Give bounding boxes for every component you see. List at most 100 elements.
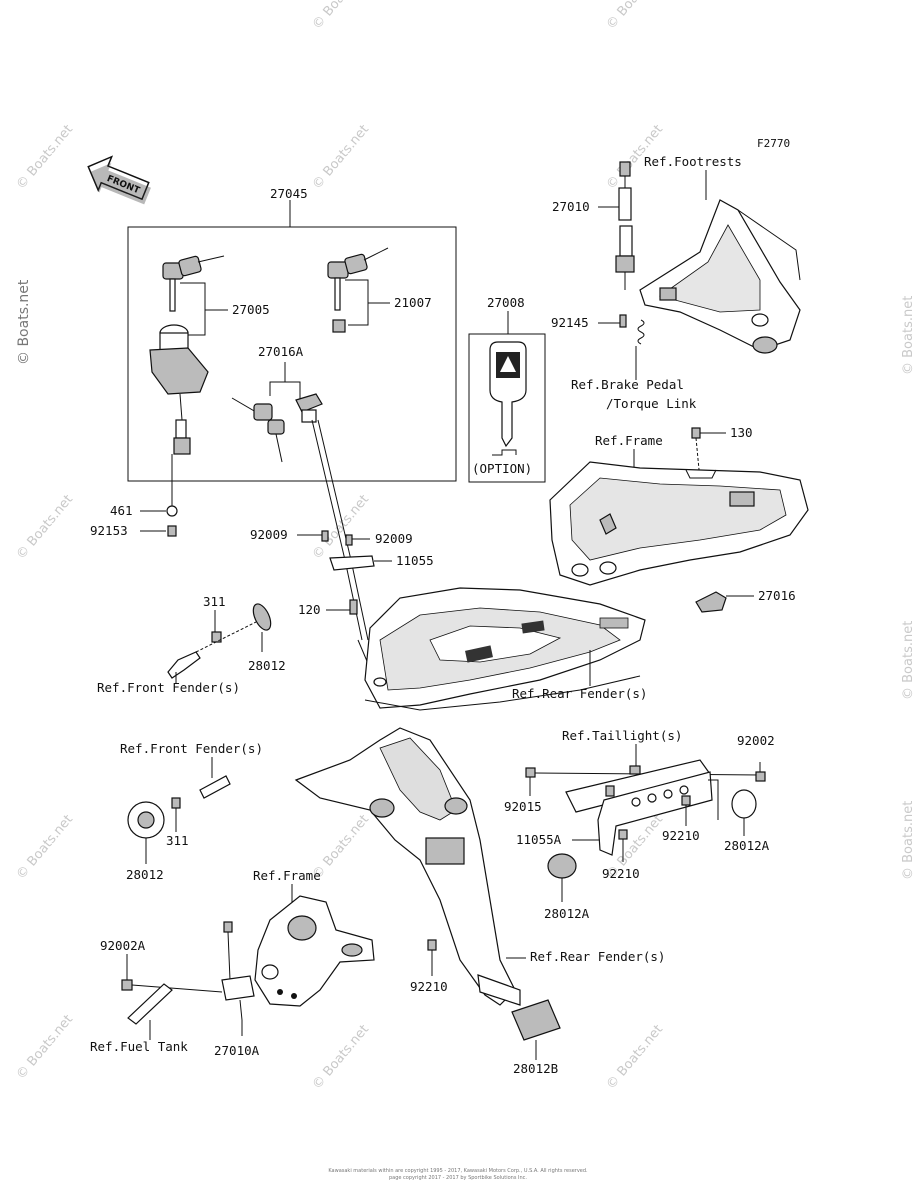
rear-fender-tray-icon: [364, 587, 646, 711]
watermark: © Boats.net: [14, 122, 76, 192]
part-92210-label: 92210: [602, 866, 640, 881]
rear-subframe-icon: [549, 461, 809, 586]
fender-bolt-icon: [167, 651, 201, 679]
copyright-footer: page copyright 2017 - 2017 by Sportbike …: [389, 1175, 527, 1181]
part-92009-label: 92009: [375, 531, 413, 546]
blank-key-icon: [489, 341, 527, 456]
part-21007-label: 21007: [394, 295, 432, 310]
taillight-bracket-icon: [565, 759, 713, 856]
part-11055A-label: 11055A: [516, 832, 562, 847]
watermark: © Boats.net: [901, 296, 916, 375]
part-311-label: 311: [166, 833, 189, 848]
watermark: © Boats.net: [604, 1022, 666, 1092]
fender-bolt-icon: [199, 775, 231, 799]
nut-icon: [171, 797, 181, 809]
part-120-label: 120: [298, 602, 321, 617]
ignition-switch-icon: [149, 324, 209, 455]
watermark: © Boats.net: [901, 801, 916, 880]
watermark: © Boats.net: [604, 0, 666, 33]
license-bracket-icon: [294, 727, 521, 1006]
part-27045-label: 27045: [270, 186, 308, 201]
bolt-icon: [691, 427, 701, 439]
ref-rear-fender-label: Ref.Rear Fender(s): [512, 686, 647, 701]
brake-light-switch-icon: [615, 161, 635, 290]
grommet-icon: [252, 603, 272, 631]
grommet-icon: [547, 853, 577, 879]
part-130-label: 130: [730, 425, 753, 440]
part-28012A-label: 28012A: [724, 838, 770, 853]
part-461-label: 461: [110, 503, 133, 518]
grommet-icon: [731, 789, 757, 819]
figure-code: F2770: [757, 137, 790, 150]
nut-icon: [525, 767, 536, 778]
ref-front-fender-label: Ref.Front Fender(s): [120, 741, 263, 756]
ignition-kit-box: [127, 226, 457, 482]
watermark: © Boats.net: [310, 0, 372, 33]
watermark: © Boats.net: [901, 621, 916, 700]
bolt-icon: [167, 525, 177, 537]
part-27016-label: 27016: [758, 588, 796, 603]
watermark: © Boats.net: [14, 812, 76, 882]
reflector-icon: [511, 999, 561, 1041]
option-key-box: [468, 333, 546, 483]
seat-lock-key-icon: [231, 393, 323, 463]
fuel-switch-icon: [221, 921, 255, 1021]
watermark: © Boats.net: [14, 1012, 76, 1082]
part-92009-label: 92009: [250, 527, 288, 542]
nut-icon: [755, 771, 766, 782]
ref-front-fender-label: Ref.Front Fender(s): [97, 680, 240, 695]
watermark: © Boats.net: [14, 492, 76, 562]
footrest-bracket-icon: [639, 199, 801, 354]
part-28012-label: 28012: [126, 867, 164, 882]
ref-taillight-label: Ref.Taillight(s): [562, 728, 682, 743]
part-11055-label: 11055: [396, 553, 434, 568]
front-arrow-icon: FRONT: [87, 155, 151, 205]
watermark: © Boats.net: [310, 492, 372, 562]
pivot-plate-icon: [254, 895, 375, 1007]
ref-frame-label: Ref.Frame: [595, 433, 663, 448]
part-27016A-label: 27016A: [258, 344, 304, 359]
part-92145-label: 92145: [551, 315, 589, 330]
screw-icon: [345, 534, 353, 546]
part-28012-label: 28012: [248, 658, 286, 673]
clamp-icon: [349, 599, 358, 615]
key-icon: [162, 255, 225, 312]
part-92002A-label: 92002A: [100, 938, 146, 953]
washer-icon: [166, 505, 178, 517]
part-92153-label: 92153: [90, 523, 128, 538]
ref-footrests-label: Ref.Footrests: [644, 154, 742, 169]
watermark: © Boats.net: [16, 279, 32, 365]
part-28012A-label: 28012A: [544, 906, 590, 921]
part-28012B-label: 28012B: [513, 1061, 558, 1076]
nut-icon: [618, 829, 628, 840]
watermark: © Boats.net: [310, 122, 372, 192]
watermark: © Boats.net: [310, 1022, 372, 1092]
bolt-icon: [121, 979, 133, 991]
part-92210-label: 92210: [410, 979, 448, 994]
part-311-label: 311: [203, 594, 226, 609]
nut-icon: [681, 795, 691, 806]
spring-icon: [619, 314, 627, 328]
key-icon: [327, 247, 389, 333]
ref-fuel-tank-label: Ref.Fuel Tank: [90, 1039, 188, 1054]
part-27010-label: 27010: [552, 199, 590, 214]
ref-torque-link-label: /Torque Link: [606, 396, 697, 411]
screw-icon: [321, 530, 329, 542]
copyright-footer: Kawasaki materials within are copyright …: [328, 1168, 588, 1174]
bracket-icon: [329, 555, 375, 571]
ref-rear-fender-label: Ref.Rear Fender(s): [530, 949, 665, 964]
part-92210-label: 92210: [662, 828, 700, 843]
part-92002-label: 92002: [737, 733, 775, 748]
ref-brake-pedal-label: Ref.Brake Pedal: [571, 377, 684, 392]
part-27005-label: 27005: [232, 302, 270, 317]
part-27010A-label: 27010A: [214, 1043, 260, 1058]
ref-frame-label: Ref.Frame: [253, 868, 321, 883]
option-label: (OPTION): [472, 461, 532, 476]
bolt-icon: [427, 939, 437, 951]
seat-lock-icon: [695, 591, 727, 613]
tube-icon: [127, 983, 173, 1025]
part-27008-label: 27008: [487, 295, 525, 310]
part-92015-label: 92015: [504, 799, 542, 814]
spring-icon: [637, 319, 645, 345]
